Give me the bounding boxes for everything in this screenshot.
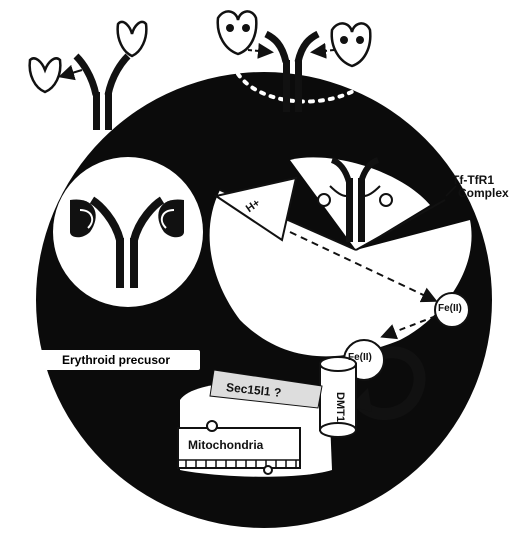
apo-transferrin-left [30, 58, 61, 92]
fe-ii-upper-label: Fe(II) [438, 303, 468, 314]
tf-tfr1-complex-label: Tf-TfR1 Complex [452, 174, 509, 200]
apo-transferrin-top [118, 22, 147, 56]
holo-transferrin-left [218, 11, 257, 54]
holo-transferrin-right [332, 23, 371, 66]
binding-arrow-right [314, 50, 334, 52]
erythroid-precursor-label: Erythroid precusor [32, 350, 200, 370]
receptor-dimer-top-left [76, 56, 128, 130]
binding-arrow-left [248, 50, 270, 52]
dmt1-label: DMT1 [334, 392, 346, 422]
complex-label-line2: Complex [452, 187, 509, 200]
release-arrow [62, 70, 82, 76]
mitochondria-label: Mitochondria [188, 438, 263, 452]
fe-ii-lower-label: Fe(II) [348, 352, 372, 363]
